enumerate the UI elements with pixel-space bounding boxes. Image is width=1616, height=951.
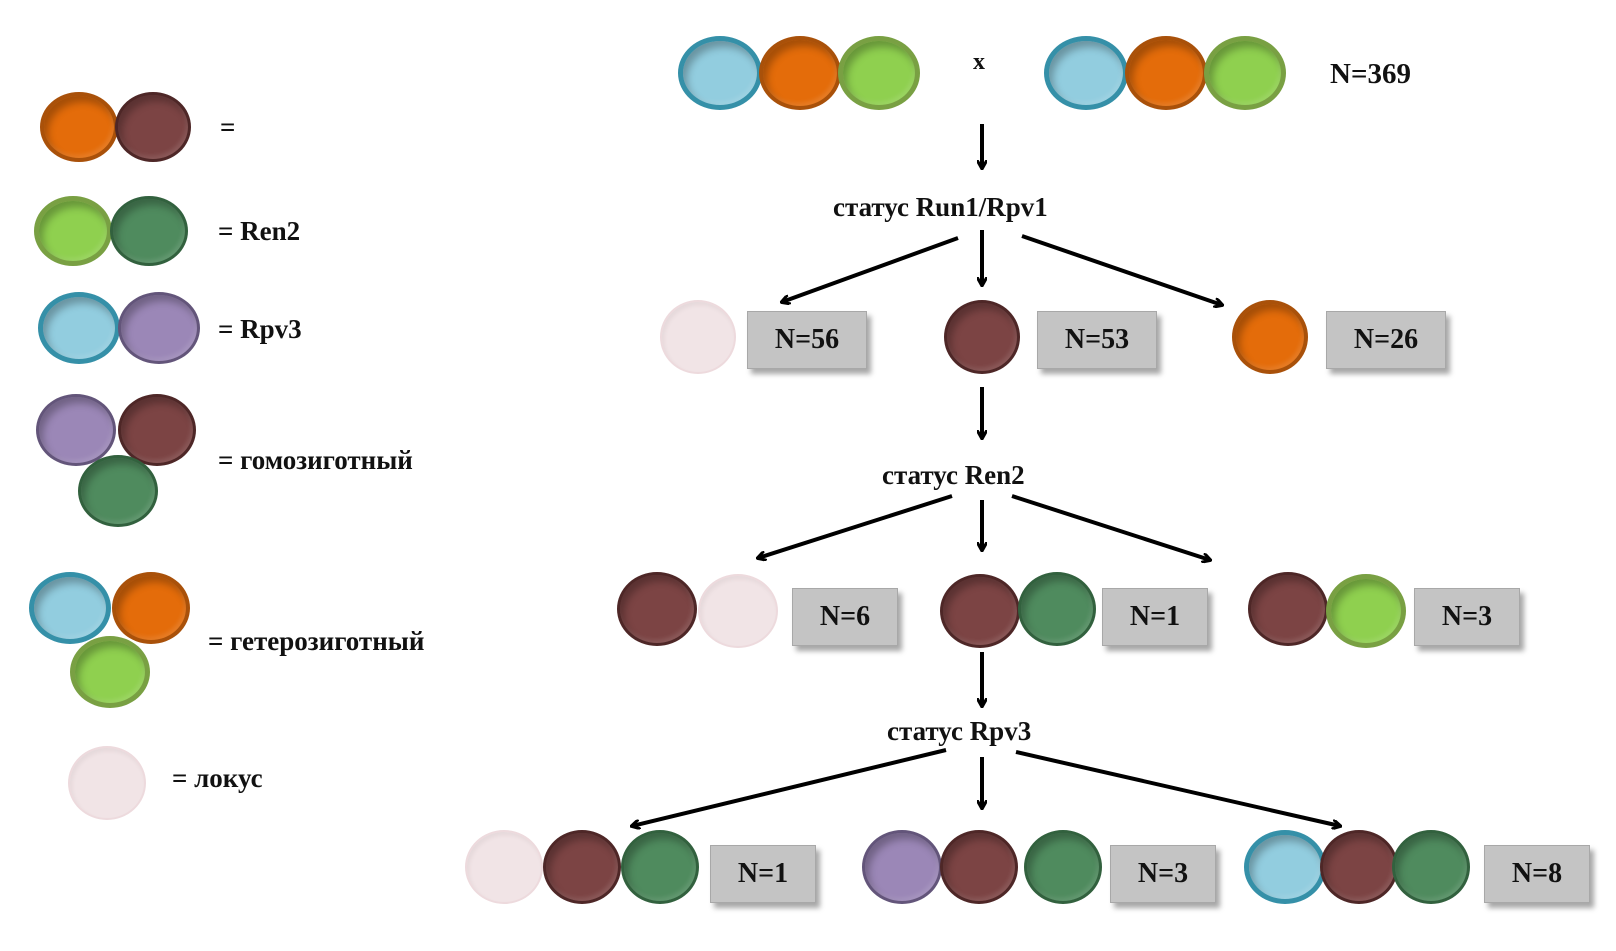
outcome-bead-dgreen <box>621 830 699 904</box>
arrow-right <box>1011 494 1210 560</box>
legend-bead-violet <box>36 394 116 466</box>
outcome-bead-orange <box>1232 300 1308 374</box>
legend-label: = гомозиготный <box>218 445 413 475</box>
arrow-left <box>782 236 959 302</box>
count-box: N=8 <box>1484 845 1590 903</box>
outcome-bead-blue <box>1244 830 1326 904</box>
cross-symbol: x <box>973 49 985 75</box>
outcome-bead-dgreen <box>1018 572 1096 646</box>
legend-bead-blue <box>38 292 120 364</box>
outcome-bead-dgreen <box>1392 830 1470 904</box>
outcome-bead-brown <box>940 830 1018 904</box>
legend-bead-orange <box>112 572 190 644</box>
legend-bead-lgreen <box>34 196 112 266</box>
legend-bead-blue <box>29 572 111 644</box>
count-box: N=53 <box>1037 311 1157 369</box>
count-box: N=1 <box>1102 588 1208 646</box>
count-box: N=56 <box>747 311 867 369</box>
outcome-bead-brown <box>944 300 1020 374</box>
count-box: N=3 <box>1414 588 1520 646</box>
outcome-bead-brown <box>1320 830 1398 904</box>
total-count: N=369 <box>1330 58 1411 90</box>
outcome-bead-dgreen <box>1024 830 1102 904</box>
step-title-rpv3: статус Rpv3 <box>887 716 1032 746</box>
arrow-right <box>1015 750 1340 826</box>
outcome-bead-brown <box>617 572 697 646</box>
legend-label: = Ren2 <box>218 216 301 246</box>
parent2-bead-lgreen <box>1204 36 1286 110</box>
outcome-bead-violet <box>862 830 942 904</box>
outcome-bead-pale <box>698 574 778 648</box>
legend-bead-dgreen <box>78 455 158 527</box>
legend-bead-orange <box>40 92 118 162</box>
legend-bead-violet <box>118 292 200 364</box>
legend-bead-dgreen <box>110 196 188 266</box>
arrow-left <box>758 494 953 558</box>
parent1-bead-blue <box>678 36 762 110</box>
parent2-bead-blue <box>1044 36 1128 110</box>
legend-label: = гетерозиготный <box>208 626 425 656</box>
arrow-right <box>1021 234 1222 305</box>
legend-bead-brown <box>118 394 196 466</box>
legend-bead-lgreen <box>70 636 150 708</box>
outcome-bead-pale <box>465 830 543 904</box>
count-box: N=3 <box>1110 845 1216 903</box>
arrow-left <box>632 748 947 826</box>
outcome-bead-brown <box>940 574 1020 648</box>
outcome-bead-brown <box>1248 572 1328 646</box>
parent2-bead-orange <box>1125 36 1207 110</box>
count-box: N=1 <box>710 845 816 903</box>
legend-label: = Rpv3 <box>218 314 302 344</box>
legend-label: = <box>220 112 236 142</box>
step-title-ren2: статус Ren2 <box>882 460 1025 490</box>
count-box: N=6 <box>792 588 898 646</box>
outcome-bead-brown <box>543 830 621 904</box>
step-title-run1-rpv1: статус Run1/Rpv1 <box>833 192 1048 222</box>
parent1-bead-lgreen <box>838 36 920 110</box>
legend-bead-pale <box>68 746 146 820</box>
outcome-bead-pale <box>660 300 736 374</box>
parent1-bead-orange <box>759 36 841 110</box>
outcome-bead-lgreen <box>1326 574 1406 648</box>
count-box: N=26 <box>1326 311 1446 369</box>
legend-bead-brown <box>115 92 191 162</box>
legend-label: = локус <box>172 763 263 793</box>
